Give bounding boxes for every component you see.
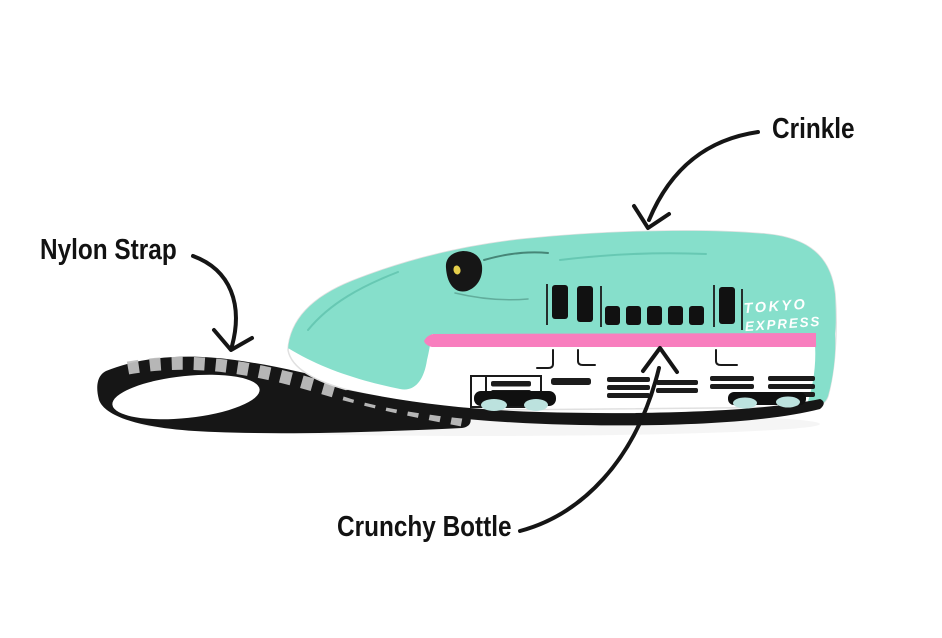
grille-bar bbox=[656, 388, 698, 393]
door-window bbox=[719, 287, 735, 324]
door-window bbox=[552, 285, 568, 319]
grille-bar bbox=[607, 385, 650, 390]
grille-bar bbox=[710, 376, 754, 381]
grille-bar bbox=[491, 381, 531, 387]
door-frame-line-right bbox=[715, 349, 738, 366]
crunchy-bottle-arrowhead bbox=[641, 346, 679, 374]
side-windows bbox=[546, 284, 743, 330]
wheel bbox=[524, 399, 548, 411]
door-frame-line-left bbox=[536, 349, 554, 369]
grille-bar bbox=[607, 393, 650, 398]
grille-bar bbox=[768, 376, 815, 381]
crinkle-arrow bbox=[647, 130, 760, 222]
nylon-strap-arrowhead bbox=[212, 328, 254, 352]
side-text-line1: TOKYO bbox=[743, 297, 808, 317]
strap-loop-hole bbox=[112, 374, 260, 420]
grille-bar bbox=[710, 384, 754, 389]
grille-bar bbox=[607, 377, 650, 382]
cab-stitch-line bbox=[483, 251, 549, 261]
label-crinkle: Crinkle bbox=[772, 113, 855, 145]
annotation-arrows bbox=[191, 130, 760, 533]
train-base bbox=[340, 390, 824, 426]
passenger-window bbox=[689, 306, 704, 325]
wheel bbox=[733, 397, 757, 409]
door-window bbox=[577, 286, 593, 322]
nose-stitch-line bbox=[454, 292, 529, 301]
side-text: TOKYO EXPRESS bbox=[743, 297, 822, 334]
plush-seam-roof bbox=[559, 252, 707, 261]
wheel bbox=[481, 399, 507, 411]
passenger-window bbox=[605, 306, 620, 325]
grille-bar bbox=[656, 380, 698, 385]
label-nylon-strap: Nylon Strap bbox=[40, 234, 177, 266]
headlight bbox=[453, 265, 461, 275]
nylon-strap-arrow bbox=[191, 254, 238, 348]
door-frame-line-mid bbox=[577, 349, 596, 366]
crinkle-arrowhead bbox=[632, 204, 671, 230]
grille-bar bbox=[551, 378, 591, 385]
plush-seam-nose bbox=[307, 271, 399, 331]
side-text-line2: EXPRESS bbox=[744, 314, 821, 334]
crunchy-bottle-arrow bbox=[518, 366, 661, 533]
passenger-window bbox=[647, 306, 662, 325]
pink-stripe bbox=[424, 333, 816, 347]
label-crunchy-bottle: Crunchy Bottle bbox=[337, 511, 512, 543]
passenger-window bbox=[668, 306, 683, 325]
cab-window bbox=[445, 251, 483, 292]
grille-bar bbox=[768, 384, 815, 389]
wheel bbox=[776, 396, 800, 408]
train-toy: TOKYO EXPRESS bbox=[287, 230, 837, 426]
passenger-window bbox=[626, 306, 641, 325]
